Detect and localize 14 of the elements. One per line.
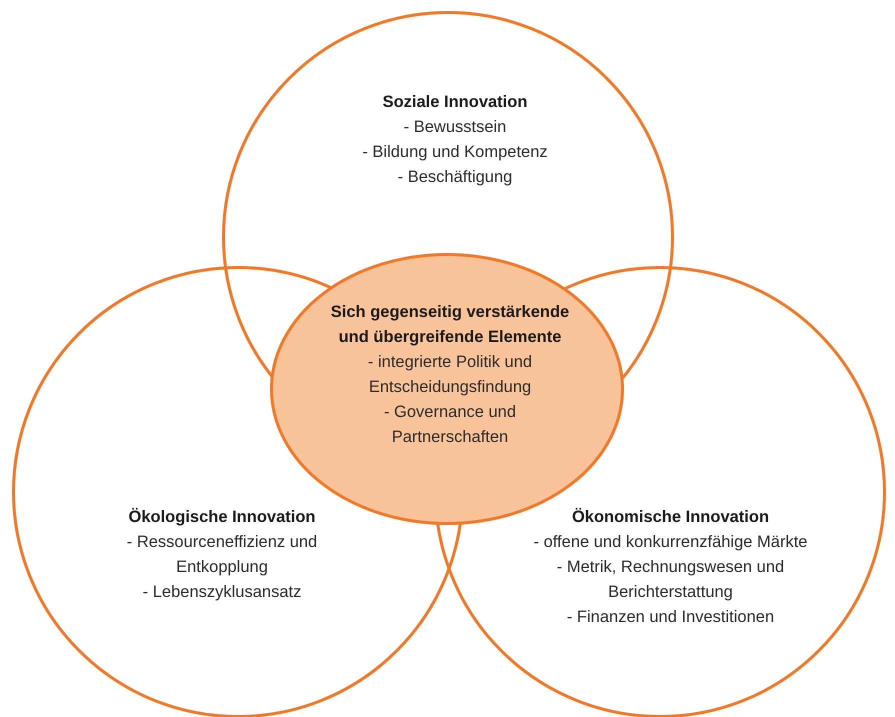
list-item: - Ressourceneffizienz und Entkopplung xyxy=(126,532,318,578)
circle-heading: Soziale Innovation xyxy=(382,92,528,113)
list-item: - Finanzen und Investitionen xyxy=(566,607,776,628)
list-item: - offene und konkurrenzfähige Märkte xyxy=(532,532,808,553)
list-item: - Bildung und Kompetenz xyxy=(361,142,549,163)
list-item: - Beschäftigung xyxy=(396,167,514,188)
list-item: - Governance und Partnerschaften xyxy=(382,402,518,448)
list-item: - Lebenszyklusansatz xyxy=(142,582,302,603)
circle-heading: Ökologische Innovation xyxy=(127,506,317,528)
circle-heading: Sich gegenseitig verstärkende und übergreifende Elemente xyxy=(330,302,570,348)
list-item: - integrierte Politik und Entscheidungsfindung xyxy=(366,352,534,398)
list-item: - Metrik, Rechnungswesen und Berichterstattung xyxy=(556,557,786,603)
circle-heading: Ökonomische Innovation xyxy=(570,506,770,528)
list-item: - Bewusstsein xyxy=(402,117,508,138)
